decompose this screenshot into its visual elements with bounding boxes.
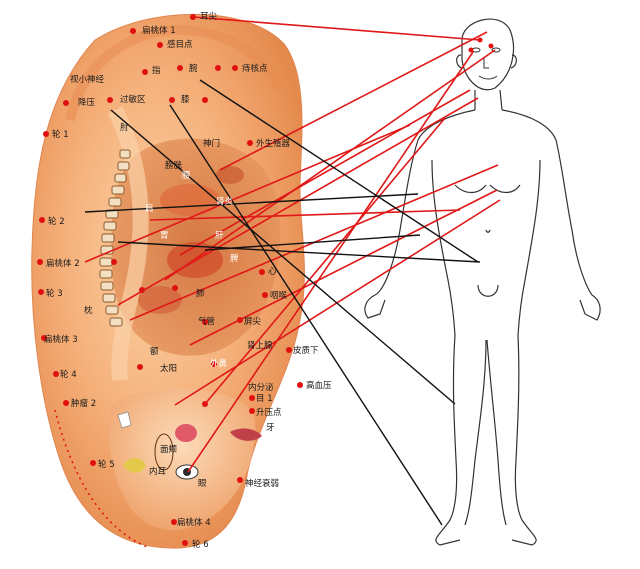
connection-lines-red: [84, 16, 501, 473]
organ-stomach: [160, 184, 220, 216]
label-xi: 膝: [181, 95, 190, 105]
label-lun6: 轮 6: [192, 540, 209, 550]
antihelix: [107, 106, 149, 381]
label-shixiaoshenjing: 视小神经: [70, 75, 105, 85]
label-biantaoti4: 扁桃体 4: [177, 518, 211, 528]
label-zhuanghedian: 痔核点: [242, 64, 268, 74]
organ-lung: [138, 286, 182, 314]
nose-sketch: [175, 424, 197, 442]
label-zhen: 枕: [84, 306, 93, 316]
label-biantaoti1: 扁桃体 1: [142, 26, 176, 36]
label-gan: 肝: [215, 231, 224, 241]
label-yanhou: 咽喉: [270, 291, 288, 301]
label-wei: 胃: [160, 231, 169, 241]
label-shenyan: 肾炎: [216, 197, 234, 207]
label-ganmudian: 感目点: [167, 40, 193, 50]
label-biantaoti2: 扁桃体 2: [46, 259, 80, 269]
label-lun3: 轮 3: [46, 289, 63, 299]
label-lun2: 轮 2: [48, 217, 65, 227]
lobe-circle: [154, 433, 174, 471]
label-shenmen: 神门: [203, 139, 221, 149]
label-shenjingshuairuo: 神经衰弱: [245, 479, 280, 489]
human-body-outline: [364, 18, 601, 546]
label-fei: 肺: [196, 289, 205, 299]
label-jianjing: 肩: [145, 204, 154, 214]
body-points: [468, 37, 494, 53]
helix-rim: [65, 24, 283, 122]
label-lun1: 轮 1: [52, 130, 69, 140]
label-pi: 脾: [230, 254, 239, 264]
label-pangguang: 膀胱: [165, 161, 183, 171]
label-yao: 腰: [182, 171, 191, 181]
organ-kidney: [216, 166, 244, 184]
label-xinzang: 心: [268, 267, 277, 277]
label-gaoxueya: 高血压: [306, 381, 332, 391]
label-wan: 腕: [189, 64, 198, 74]
label-zhi: 指: [152, 66, 161, 76]
label-erjian: 耳尖: [200, 12, 218, 22]
label-qiguan: 气管: [198, 317, 216, 327]
label-yan: 眼: [198, 479, 207, 489]
label-jiangya: 降压: [78, 98, 96, 108]
label-zhou: 肘: [120, 123, 129, 133]
connection-lines-black: [84, 79, 481, 526]
label-pingjian: 屏尖: [244, 317, 262, 327]
label-shengyadian: 升压点: [256, 408, 282, 418]
label-guominqu: 过敏区: [120, 95, 146, 105]
label-waibi: 外鼻: [210, 359, 228, 369]
label-lun4: 轮 4: [60, 370, 77, 380]
spine-drawing: [99, 149, 131, 327]
label-waishengzhiqi: 外生殖器: [256, 139, 291, 149]
ear-lobe: [109, 388, 256, 531]
tooth-sketch: [117, 411, 132, 429]
label-neier: 内耳: [149, 467, 167, 477]
label-shenshangxian: 肾上腺: [247, 341, 273, 351]
label-lun5: 轮 5: [98, 460, 115, 470]
label-pizhixia: 皮质下: [293, 346, 319, 356]
label-mu1: 目 1: [256, 394, 273, 404]
ear-dotted-outline: [54, 409, 151, 549]
label-taiyang: 太阳: [160, 364, 178, 374]
label-zhongliu2: 肿瘤 2: [71, 399, 97, 409]
label-neifenmi: 内分泌: [248, 383, 274, 393]
label-biantaoti3: 扁桃体 3: [44, 335, 78, 345]
label-ya: 牙: [266, 423, 275, 433]
inner-ear-sketch: [123, 457, 146, 473]
mouth-sketch: [230, 428, 262, 441]
label-mian: 面颊: [160, 445, 178, 455]
label-e: 额: [150, 347, 159, 357]
